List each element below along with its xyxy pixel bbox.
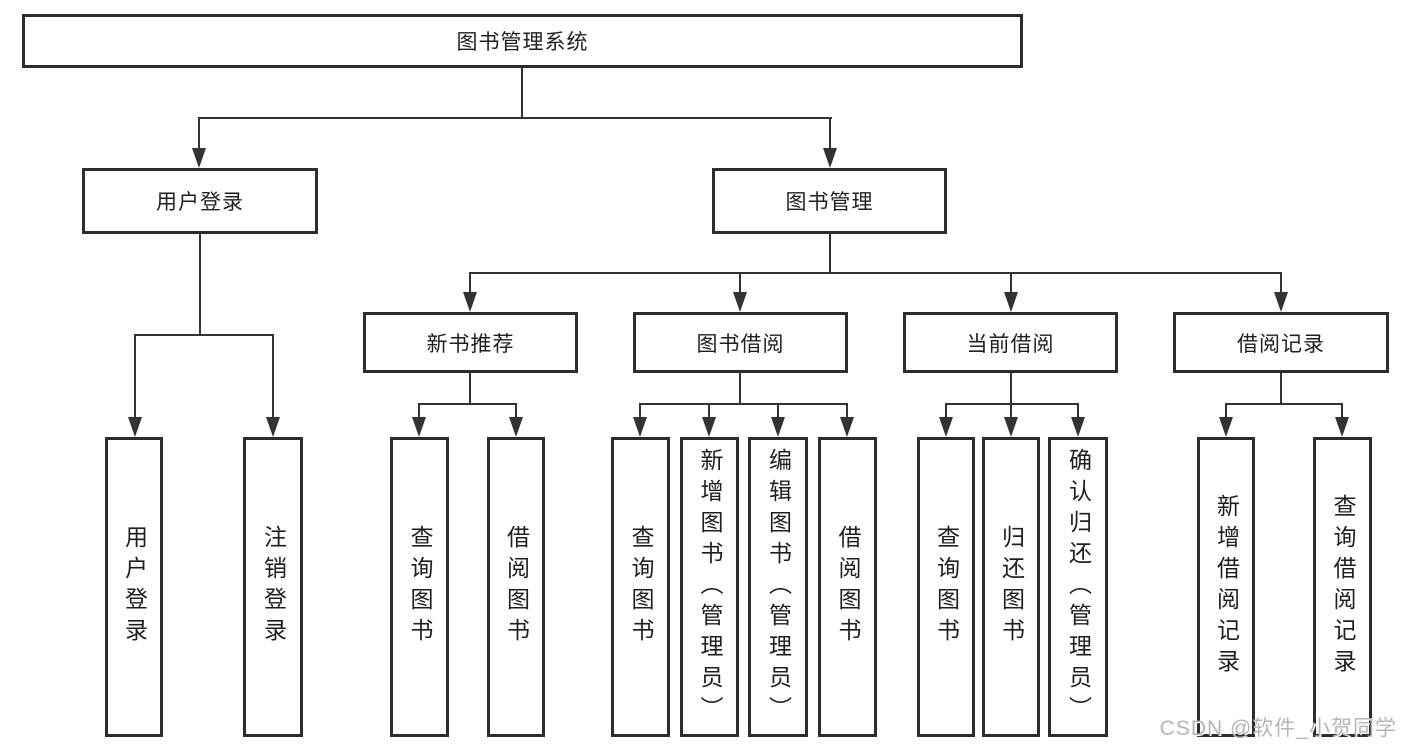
connector-line <box>515 403 517 419</box>
connector-line <box>829 233 831 274</box>
arrow-down-icon <box>1219 417 1233 437</box>
connector-line <box>198 117 200 150</box>
node-label: 当前借阅 <box>966 332 1055 356</box>
connector-line <box>419 403 517 405</box>
arrow-down-icon <box>939 417 953 437</box>
leaf-label: 注销登录 <box>260 525 287 649</box>
leaf-confirm-return-admin: 确认归还（管理员） <box>1048 437 1108 737</box>
arrow-down-icon <box>1004 417 1018 437</box>
leaf-add-books-admin: 新增图书（管理员） <box>680 437 739 737</box>
node-label: 新书推荐 <box>426 332 515 356</box>
connector-line <box>1010 272 1012 294</box>
connector-line <box>1280 272 1282 294</box>
connector-line <box>469 272 1282 274</box>
leaf-label: 新增借阅记录 <box>1213 494 1240 680</box>
leaf-label: 查询借阅记录 <box>1330 494 1356 680</box>
leaf-label: 用户登录 <box>121 525 148 649</box>
connector-line <box>469 372 471 405</box>
leaf-label: 查询图书 <box>933 525 960 649</box>
connector-line <box>777 403 779 419</box>
arrow-down-icon <box>1004 292 1018 312</box>
leaf-label: 归还图书 <box>998 525 1025 649</box>
leaf-label: 确认归还（管理员） <box>1065 447 1092 727</box>
node-label: 图书管理 <box>785 191 874 214</box>
leaf-borrow-books: 借阅图书 <box>818 437 877 737</box>
leaf-return-books: 归还图书 <box>982 437 1040 737</box>
arrow-down-icon <box>412 417 426 437</box>
leaf-label: 编辑图书（管理员） <box>765 447 792 727</box>
node-label: 图书借阅 <box>696 332 785 356</box>
node-library-system: 图书管理系统 <box>22 14 1023 68</box>
arrow-down-icon <box>771 417 785 437</box>
connector-line <box>945 403 1079 405</box>
arrow-down-icon <box>1335 417 1349 437</box>
connector-line <box>418 403 420 419</box>
leaf-query-books-current: 查询图书 <box>917 437 975 737</box>
arrow-down-icon <box>702 417 716 437</box>
connector-line <box>1225 403 1343 405</box>
leaf-query-borrow-record: 查询借阅记录 <box>1313 437 1372 737</box>
arrow-down-icon <box>733 292 747 312</box>
connector-line <box>1010 372 1012 405</box>
connector-line <box>199 233 201 336</box>
connector-line <box>739 372 741 405</box>
connector-line <box>134 334 136 419</box>
node-label: 用户登录 <box>156 191 244 214</box>
leaf-label: 查询图书 <box>407 525 433 649</box>
node-label: 图书管理系统 <box>456 31 589 54</box>
node-new-book-recommend: 新书推荐 <box>363 312 578 373</box>
arrow-down-icon <box>509 417 523 437</box>
connector-line <box>521 67 523 119</box>
leaf-label: 借阅图书 <box>835 525 861 649</box>
leaf-logout: 注销登录 <box>243 437 303 737</box>
connector-line <box>829 117 831 150</box>
leaf-user-login: 用户登录 <box>105 437 163 737</box>
csdn-watermark: CSDN @软件_小贺同学 <box>1159 717 1397 740</box>
connector-line <box>1077 403 1079 419</box>
node-book-management: 图书管理 <box>712 168 947 234</box>
leaf-query-books-recommend: 查询图书 <box>390 437 449 737</box>
arrow-down-icon <box>633 417 647 437</box>
arrow-down-icon <box>266 417 280 437</box>
connector-line <box>639 403 848 405</box>
connector-line <box>469 272 471 294</box>
arrow-down-icon <box>463 292 477 312</box>
arrow-down-icon <box>1071 417 1085 437</box>
connector-line <box>272 334 274 419</box>
arrow-down-icon <box>823 148 837 168</box>
node-user-login: 用户登录 <box>82 168 318 234</box>
connector-line <box>639 403 641 419</box>
node-book-borrow: 图书借阅 <box>633 312 848 373</box>
connector-line <box>198 117 832 119</box>
connector-line <box>739 272 741 294</box>
connector-line <box>945 403 947 419</box>
connector-line <box>846 403 848 419</box>
leaf-label: 借阅图书 <box>503 525 530 649</box>
connector-line <box>134 334 274 336</box>
leaf-query-books-borrow: 查询图书 <box>611 437 670 737</box>
arrow-down-icon <box>128 417 142 437</box>
connector-line <box>1010 403 1012 419</box>
leaf-add-borrow-record: 新增借阅记录 <box>1197 437 1255 737</box>
connector-line <box>1280 372 1282 405</box>
arrow-down-icon <box>1274 292 1288 312</box>
node-current-borrow: 当前借阅 <box>903 312 1118 373</box>
leaf-edit-books-admin: 编辑图书（管理员） <box>748 437 808 737</box>
leaf-label: 新增图书（管理员） <box>697 447 723 727</box>
node-borrow-records: 借阅记录 <box>1173 312 1389 373</box>
arrow-down-icon <box>192 148 206 168</box>
connector-line <box>708 403 710 419</box>
connector-line <box>1225 403 1227 419</box>
leaf-borrow-books-recommend: 借阅图书 <box>487 437 545 737</box>
arrow-down-icon <box>840 417 854 437</box>
node-label: 借阅记录 <box>1237 332 1325 356</box>
leaf-label: 查询图书 <box>628 525 654 649</box>
connector-line <box>1341 403 1343 419</box>
